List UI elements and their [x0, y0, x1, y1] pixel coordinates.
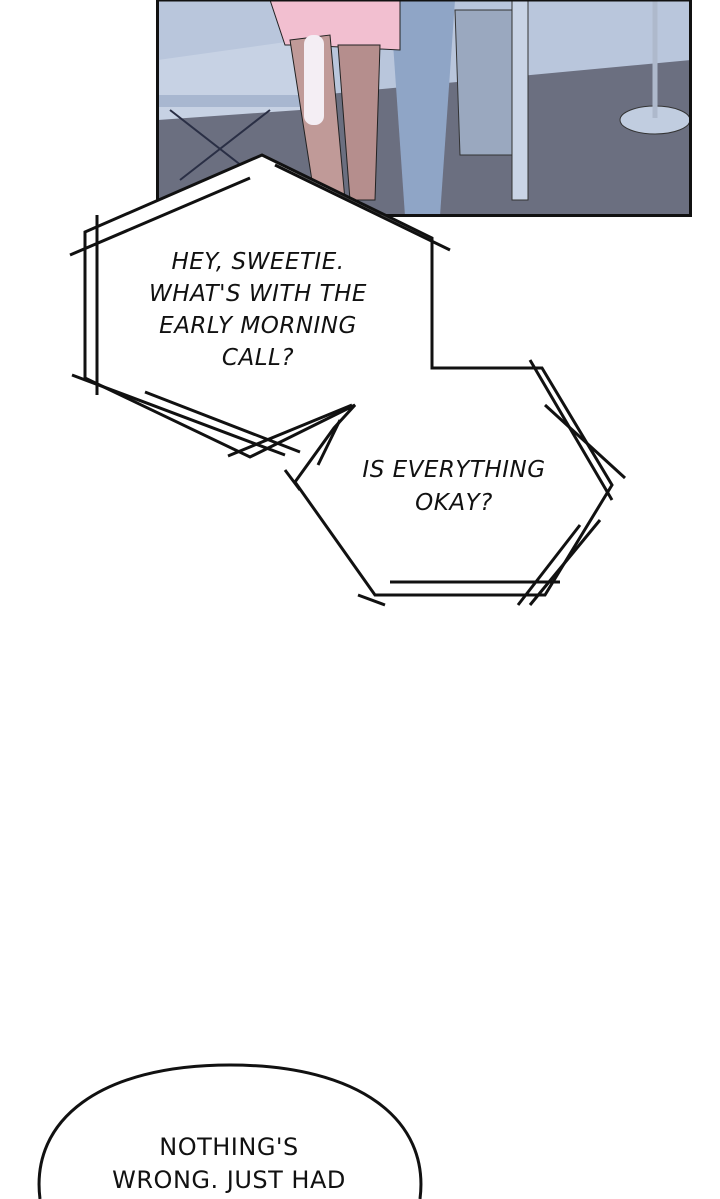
bubble-line: OKAY? [415, 490, 493, 516]
bubble-line: HEY, SWEETIE. [171, 249, 345, 275]
bubble-line: WHAT'S WITH THE [149, 281, 367, 307]
bubble-line: CALL? [221, 345, 295, 371]
speech-bubble-outlines [69, 153, 627, 607]
bubble-line: EARLY MORNING [159, 313, 357, 339]
round-speech-bubble [37, 1063, 423, 1199]
bubble-line: NOTHING'S [159, 1133, 299, 1161]
bubble-line: IS EVERYTHING [362, 457, 546, 483]
bubble-line: WRONG. JUST HAD [112, 1166, 346, 1194]
